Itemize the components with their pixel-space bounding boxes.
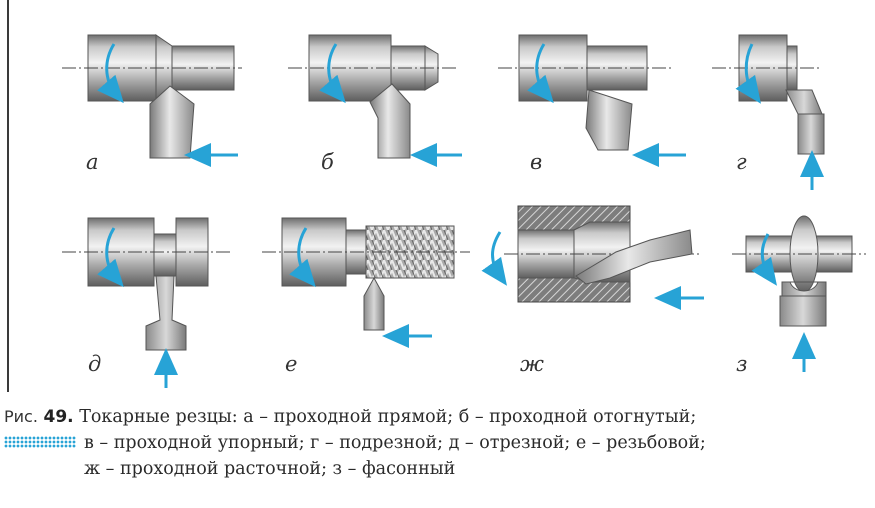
panel-b-bent-turning-tool (288, 34, 462, 167)
panel-zh-cutter (575, 229, 693, 285)
panel-z-form-tool (732, 215, 866, 372)
caption-text-1: Токарные резцы: а – проходной прямой; б … (79, 407, 697, 427)
caption-text-3: ж – проходной расточной; з – фасонный (84, 459, 456, 479)
caption-line-1: Рис. 49. Токарные резцы: а – проходной п… (4, 404, 864, 430)
panel-e-threading-tool (262, 217, 470, 348)
panel-label-e: е (285, 352, 298, 376)
panel-zh-rotation-icon (481, 231, 507, 286)
panel-label-g: г (736, 150, 747, 174)
panel-d-parting-tool (62, 217, 230, 388)
panel-zh-boring-tool (481, 205, 704, 310)
panel-d-cutter (145, 275, 187, 351)
panel-g-facing-tool (712, 34, 825, 190)
panel-v-shoulder-turning-tool (498, 34, 686, 167)
caption-prefix: Рис. (4, 407, 38, 426)
panel-g-cutter-head (785, 89, 823, 115)
panel-e-cutter (363, 276, 385, 331)
panel-g-cutter-shank (797, 113, 825, 155)
caption-dot-ornament (4, 436, 76, 448)
figure-frame-line (7, 0, 9, 392)
panel-z-cutter-shank (779, 295, 827, 327)
caption-line-2: в – проходной упорный; г – подрезной; д … (4, 430, 864, 456)
caption-number: 49. (43, 407, 74, 427)
panel-label-z: з (736, 352, 748, 376)
panel-label-a: а (86, 150, 99, 174)
panel-b-rotation-icon (319, 43, 346, 104)
panel-a-straight-turning-tool (62, 34, 242, 167)
caption-text-2: в – проходной упорный; г – подрезной; д … (84, 433, 706, 453)
panel-label-b: б (321, 150, 334, 174)
panel-label-v: в (530, 150, 543, 174)
panel-z-rotation-icon (751, 233, 777, 286)
panel-v-rotation-icon (527, 43, 554, 104)
panel-label-d: д (88, 352, 102, 376)
panel-d-rotation-icon (97, 227, 124, 288)
panel-v-cutter (585, 89, 633, 151)
panel-a-rotation-icon (97, 43, 124, 104)
figure-caption: Рис. 49. Токарные резцы: а – проходной п… (4, 404, 864, 482)
panel-a-cutter (149, 85, 195, 159)
turning-tools-figure (62, 34, 866, 388)
panel-g-rotation-icon (735, 43, 761, 104)
panel-label-zh: ж (520, 352, 544, 376)
caption-line-3: ж – проходной расточной; з – фасонный (4, 456, 864, 482)
panel-e-rotation-icon (289, 227, 316, 288)
panel-d-workpiece-groove (153, 233, 177, 277)
